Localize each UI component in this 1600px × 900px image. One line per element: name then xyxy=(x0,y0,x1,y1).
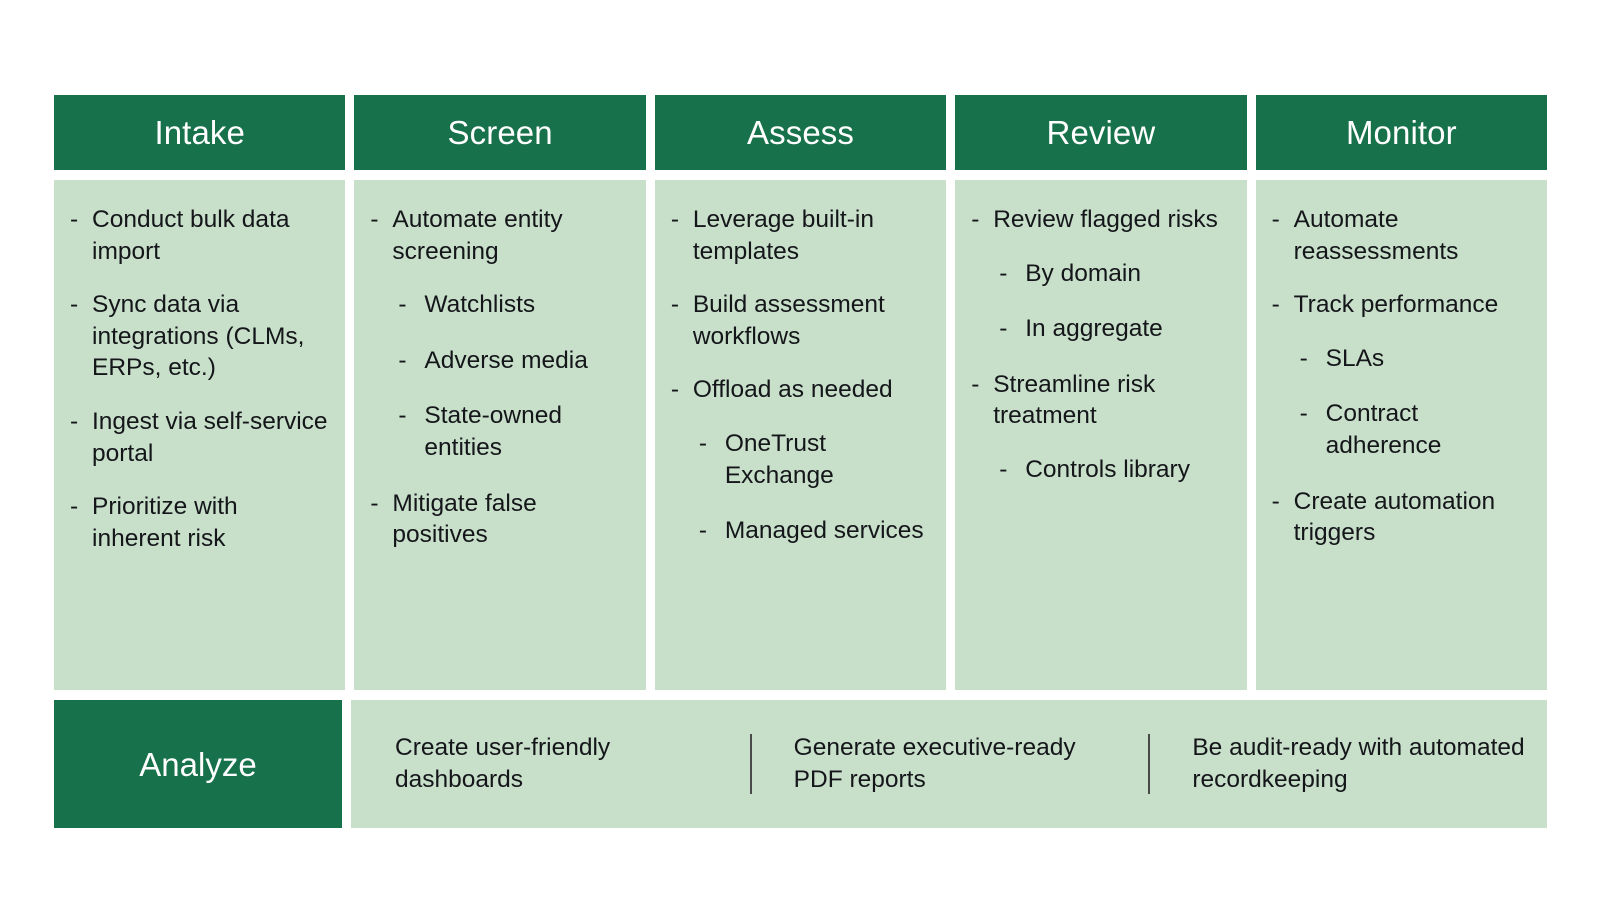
stage-header-assess[interactable]: Assess xyxy=(654,95,947,170)
list-item: - Offload as needed xyxy=(671,374,930,406)
bullet-dash-icon: - xyxy=(398,346,407,374)
bullet-text: Leverage built-in templates xyxy=(692,206,874,265)
bullet-dash-icon: - xyxy=(1299,400,1308,428)
stage-header-intake[interactable]: Intake xyxy=(54,95,346,170)
list-item: - Automate reassessments xyxy=(1272,204,1531,267)
analyze-item-dashboards: Create user-friendly dashboards xyxy=(395,734,611,793)
list-item: - Ingest via self-service portal xyxy=(70,406,329,469)
bullet-text: Review flagged risks xyxy=(993,206,1218,233)
list-item: - Watchlists xyxy=(370,289,629,321)
stage-body-review: - Review flagged risks - By domain - In … xyxy=(955,180,1247,690)
bullet-text: Watchlists xyxy=(424,291,536,319)
bullet-text: SLAs xyxy=(1325,344,1385,372)
bullet-text: Conduct bulk data import xyxy=(92,206,290,265)
bullet-text: Ingest via self-service portal xyxy=(92,407,328,467)
bullet-dash-icon: - xyxy=(398,291,407,319)
stage-body-intake: - Conduct bulk data import - Sync data v… xyxy=(54,180,346,690)
analyze-items: Create user-friendly dashboards Generate… xyxy=(351,700,1547,828)
bullet-text: State-owned entities xyxy=(424,402,562,461)
bullet-dash-icon: - xyxy=(999,259,1008,287)
bullet-list-intake: - Conduct bulk data import - Sync data v… xyxy=(70,204,329,554)
list-item: - Review flagged risks xyxy=(971,204,1230,236)
list-item: - Mitigate false positives xyxy=(370,488,629,551)
stage-column-review: Review - Review flagged risks - By domai… xyxy=(955,95,1247,690)
list-item: - State-owned entities xyxy=(370,400,629,463)
list-item: - Track performance xyxy=(1272,289,1531,321)
bullet-dash-icon: - xyxy=(670,206,679,233)
bullet-dash-icon: - xyxy=(398,402,407,430)
bullet-text: By domain xyxy=(1025,259,1141,287)
bullet-dash-icon: - xyxy=(670,376,679,404)
bullet-dash-icon: - xyxy=(971,370,980,398)
bullet-list-screen: - Automate entity screening - Watchlists… xyxy=(370,204,629,551)
stage-body-screen: - Automate entity screening - Watchlists… xyxy=(354,180,646,690)
bullet-text: Mitigate false positives xyxy=(392,489,537,549)
bullet-dash-icon: - xyxy=(999,315,1008,343)
list-item: - Conduct bulk data import xyxy=(70,204,329,267)
stage-column-intake: Intake - Conduct bulk data import - Sync… xyxy=(54,95,346,690)
list-item: - Adverse media xyxy=(370,345,629,377)
bullet-text: In aggregate xyxy=(1025,315,1163,343)
bullet-list-assess: - Leverage built-in templates - Build as… xyxy=(671,204,930,547)
stage-header-screen[interactable]: Screen xyxy=(354,95,646,170)
analyze-row: Analyze Create user-friendly dashboards … xyxy=(54,700,1547,828)
list-item: - OneTrust Exchange xyxy=(671,428,930,491)
bullet-dash-icon: - xyxy=(670,291,679,319)
bullet-dash-icon: - xyxy=(698,517,707,545)
stage-column-monitor: Monitor - Automate reassessments - Track… xyxy=(1255,95,1548,690)
bullet-list-monitor: - Automate reassessments - Track perform… xyxy=(1272,204,1531,549)
list-item: - Create automation triggers xyxy=(1272,486,1531,549)
bullet-dash-icon: - xyxy=(1271,206,1280,233)
bullet-text: Create automation triggers xyxy=(1293,487,1496,547)
bullet-text: Sync data via integrations (CLMs, ERPs, … xyxy=(92,291,305,382)
list-item: - Managed services xyxy=(671,515,930,547)
bullet-dash-icon: - xyxy=(370,489,379,517)
bullet-dash-icon: - xyxy=(1271,487,1280,515)
bullet-dash-icon: - xyxy=(70,291,79,319)
bullet-text: Managed services xyxy=(724,517,924,545)
bullet-text: Track performance xyxy=(1293,291,1499,319)
bullet-text: Controls library xyxy=(1025,455,1190,483)
bullet-dash-icon: - xyxy=(999,455,1008,483)
bullet-dash-icon: - xyxy=(971,206,980,233)
list-item: - Build assessment workflows xyxy=(671,289,930,352)
stage-body-monitor: - Automate reassessments - Track perform… xyxy=(1255,180,1548,690)
list-item: - Streamline risk treatment xyxy=(971,369,1230,432)
bullet-text: OneTrust Exchange xyxy=(724,429,834,489)
analyze-item-pdf-reports: Generate executive-ready PDF reports xyxy=(749,700,1149,828)
bullet-text: Contract adherence xyxy=(1325,400,1442,459)
bullet-text: Build assessment workflows xyxy=(692,291,885,350)
bullet-dash-icon: - xyxy=(1271,291,1280,319)
list-item: - Prioritize with inherent risk xyxy=(70,491,329,554)
bullet-text: Prioritize with inherent risk xyxy=(92,493,238,552)
stage-column-screen: Screen - Automate entity screening - Wat… xyxy=(354,95,646,690)
bullet-text: Automate entity screening xyxy=(392,206,563,265)
bullet-text: Adverse media xyxy=(424,346,588,374)
bullet-dash-icon: - xyxy=(70,407,79,435)
analyze-label[interactable]: Analyze xyxy=(54,700,342,828)
bullet-dash-icon: - xyxy=(698,429,707,457)
list-item: - Leverage built-in templates xyxy=(671,204,930,267)
stage-body-assess: - Leverage built-in templates - Build as… xyxy=(654,180,947,690)
list-item: - Sync data via integrations (CLMs, ERPs… xyxy=(70,289,329,384)
analyze-item-recordkeeping: Be audit-ready with automated recordkeep… xyxy=(1148,700,1547,828)
stage-header-monitor[interactable]: Monitor xyxy=(1255,95,1548,170)
bullet-dash-icon: - xyxy=(70,493,79,521)
bullet-dash-icon: - xyxy=(1299,344,1308,372)
bullet-text: Automate reassessments xyxy=(1293,206,1459,265)
list-item: - Controls library xyxy=(971,454,1230,486)
list-item: - Contract adherence xyxy=(1272,398,1531,461)
stage-header-review[interactable]: Review xyxy=(955,95,1247,170)
list-item: - SLAs xyxy=(1272,343,1531,375)
bullet-dash-icon: - xyxy=(70,206,79,233)
list-item: - Automate entity screening xyxy=(370,204,629,267)
bullet-list-review: - Review flagged risks - By domain - In … xyxy=(971,204,1230,486)
bullet-text: Offload as needed xyxy=(692,376,893,404)
list-item: - By domain xyxy=(971,258,1230,290)
stage-grid: Intake - Conduct bulk data import - Sync… xyxy=(54,95,1548,690)
bullet-dash-icon: - xyxy=(370,206,379,233)
stage-column-assess: Assess - Leverage built-in templates - B… xyxy=(654,95,947,690)
bullet-text: Streamline risk treatment xyxy=(993,370,1156,430)
list-item: - In aggregate xyxy=(971,313,1230,345)
